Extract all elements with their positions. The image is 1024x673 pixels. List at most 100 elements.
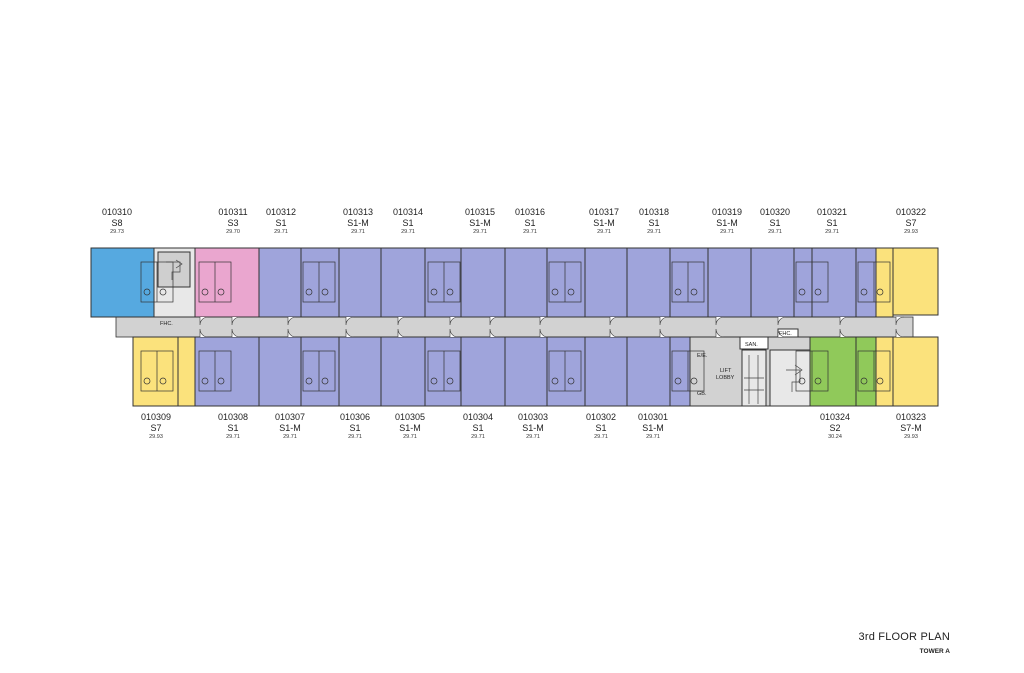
unit-010304[interactable] <box>460 336 506 407</box>
unit-010321[interactable] <box>811 247 857 318</box>
unit-area: 29.71 <box>403 434 417 440</box>
unit-code: 010301 <box>637 412 669 422</box>
unit-010312[interactable] <box>258 247 302 318</box>
unit-area: 29.71 <box>526 434 540 440</box>
unit-area: 29.71 <box>283 434 297 440</box>
unit-code: 010312 <box>265 207 297 217</box>
unit-010320[interactable] <box>750 247 795 318</box>
unit-area: 29.71 <box>226 434 240 440</box>
unit-code: 010303 <box>517 412 549 422</box>
lift-lobby-label-2: LOBBY <box>716 375 735 381</box>
unit-010323[interactable] <box>892 336 939 407</box>
bathroom-details <box>140 261 905 392</box>
unit-code: 010324 <box>819 412 851 422</box>
unit-010307[interactable] <box>258 336 302 407</box>
unit-010324[interactable] <box>809 336 857 407</box>
plan-annotations: FHC. FHC. SAN. E/E. GB. LIFT LOBBY <box>160 321 792 397</box>
unit-010311[interactable] <box>194 247 260 318</box>
unit-type: S1-M <box>399 423 421 433</box>
unit-code: 010304 <box>462 412 494 422</box>
unit-code: 010305 <box>394 412 426 422</box>
unit-010313[interactable] <box>338 247 382 318</box>
unit-area: 29.71 <box>401 229 415 235</box>
unit-type: S1-M <box>469 218 491 228</box>
unit-type: S1 <box>648 218 660 228</box>
unit-code: 010308 <box>217 412 249 422</box>
sanl-label: SAN. <box>745 342 758 348</box>
unit-010322[interactable] <box>892 247 939 316</box>
unit-type: S1 <box>524 218 536 228</box>
unit-type: S1-M <box>347 218 369 228</box>
unit-area: 29.71 <box>597 229 611 235</box>
unit-code: 010314 <box>392 207 424 217</box>
unit-type: S1-M <box>642 423 664 433</box>
unit-code: 010313 <box>342 207 374 217</box>
unit-010302[interactable] <box>584 336 628 407</box>
unit-type: S7 <box>905 218 917 228</box>
unit-type: S7 <box>150 423 162 433</box>
unit-010315[interactable] <box>460 247 506 318</box>
unit-area: 29.71 <box>274 229 288 235</box>
unit-area: 29.71 <box>473 229 487 235</box>
unit-area: 29.71 <box>825 229 839 235</box>
unit-area: 29.71 <box>647 229 661 235</box>
unit-type: S1-M <box>593 218 615 228</box>
unit-type: S7-M <box>900 423 922 433</box>
unit-type: S1 <box>227 423 239 433</box>
unit-area: 29.73 <box>110 229 124 235</box>
unit-010310[interactable] <box>90 247 155 318</box>
plan-subtitle: TOWER A <box>919 648 950 655</box>
gb-label: GB. <box>697 391 707 397</box>
unit-010301[interactable] <box>626 336 671 407</box>
unit-code: 010322 <box>895 207 927 217</box>
unit-type: S2 <box>829 423 841 433</box>
unit-code: 010309 <box>140 412 172 422</box>
unit-010319[interactable] <box>707 247 752 318</box>
unit-area: 29.71 <box>594 434 608 440</box>
unit-area: 30.24 <box>828 434 842 440</box>
unit-code: 010319 <box>711 207 743 217</box>
unit-010303[interactable] <box>504 336 548 407</box>
unit-010318[interactable] <box>626 247 671 318</box>
unit-code: 010320 <box>759 207 791 217</box>
unit-code: 010302 <box>585 412 617 422</box>
unit-010305[interactable] <box>380 336 426 407</box>
stair-detail <box>166 259 803 404</box>
unit-code: 010311 <box>218 207 248 217</box>
unit-type: S1 <box>769 218 781 228</box>
unit-type: S3 <box>227 218 239 228</box>
unit-010309[interactable] <box>132 336 179 407</box>
unit-area: 29.70 <box>226 229 240 235</box>
unit-010308[interactable] <box>194 336 260 407</box>
unit-code: 010315 <box>464 207 496 217</box>
unit-010314[interactable] <box>380 247 426 318</box>
unit-type: S1 <box>275 218 287 228</box>
fhc-label-2: FHC. <box>779 331 792 337</box>
unit-area: 29.71 <box>768 229 782 235</box>
unit-010317[interactable] <box>584 247 628 318</box>
unit-code: 010306 <box>339 412 371 422</box>
unit-010316[interactable] <box>504 247 548 318</box>
bottom-row <box>132 328 939 407</box>
unit-code: 010307 <box>274 412 306 422</box>
unit-010306[interactable] <box>338 336 382 407</box>
unit-type: S1-M <box>716 218 738 228</box>
